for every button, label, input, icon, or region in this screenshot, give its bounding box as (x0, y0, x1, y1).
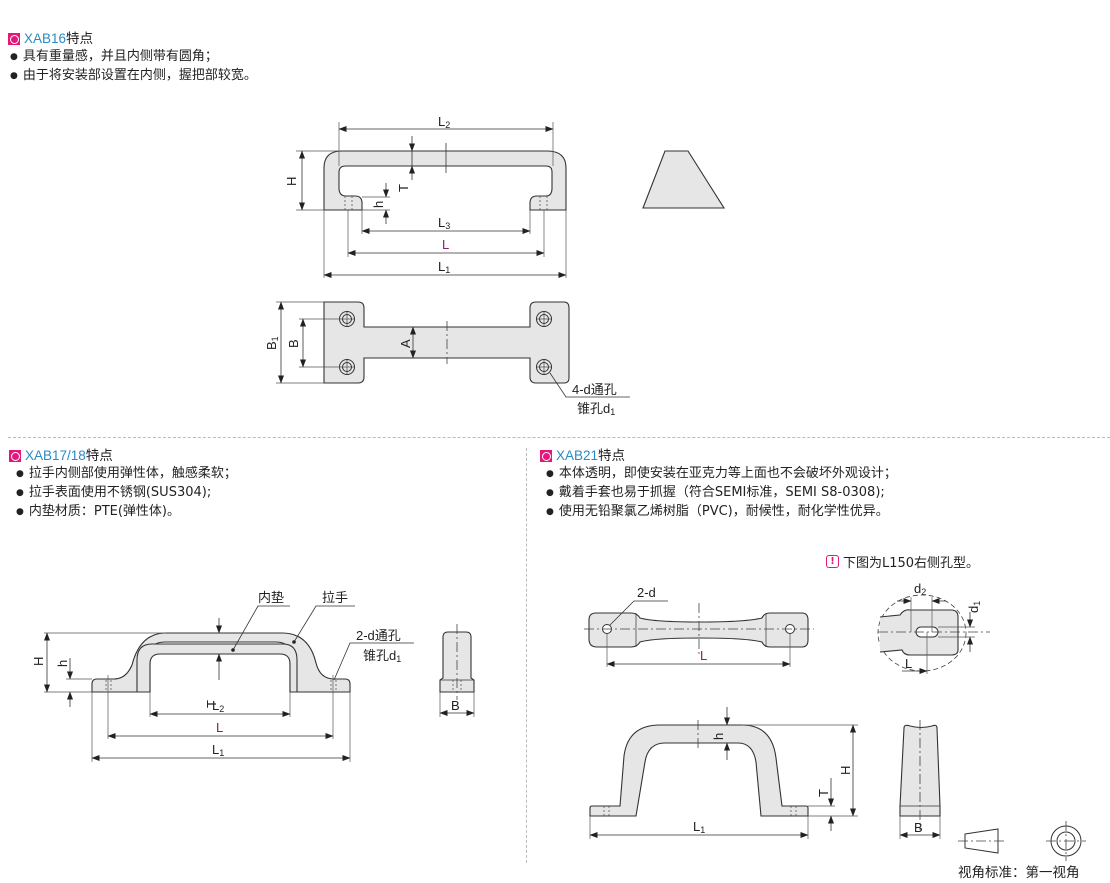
feature-item: 内垫材质：PTE(弹性体)。 (16, 503, 237, 522)
label-L2: L2 (438, 114, 450, 130)
handle-leader (293, 605, 355, 643)
exclamation-icon: ! (826, 555, 839, 568)
label-handle: 拉手 (322, 590, 348, 605)
note-text: 下图为L150右侧孔型。 (843, 556, 980, 571)
label-H: H (284, 177, 299, 186)
label-B: B (914, 820, 923, 835)
label-H: H (838, 766, 853, 775)
xab16-front-view: L2 H T h L3 L L1 (284, 114, 567, 278)
mounting-hole (339, 311, 355, 327)
title-suffix: 特点 (66, 31, 94, 47)
inner-pad (136, 643, 298, 693)
feature-list-xab1718: 拉手内侧部使用弹性体，触感柔软； 拉手表面使用不锈钢(SUS304); 内垫材质… (16, 465, 237, 522)
label-A: A (398, 339, 413, 348)
label-L3: L3 (438, 215, 450, 231)
label-L1: L1 (693, 819, 705, 835)
feature-item: 拉手表面使用不锈钢(SUS304); (16, 484, 237, 503)
hole-callout-line2: 锥孔d1 (363, 648, 401, 664)
xab16-cross-section (642, 150, 725, 209)
mounting-hole (339, 359, 355, 375)
label-B1: B1 (264, 336, 280, 350)
xab21-front-view: h H T L1 (589, 707, 858, 839)
view-standard-label: 视角标准：第一视角 (958, 865, 1080, 881)
xab1718-side-view: B (439, 624, 475, 717)
hole-callout-line2: 锥孔d1 (577, 401, 615, 417)
section-divider-vertical (526, 448, 527, 863)
label-T: T (816, 789, 831, 797)
hole-leader (333, 642, 414, 681)
label-h: h (711, 733, 726, 740)
label-h: h (55, 660, 70, 667)
handle-top-body (588, 612, 809, 648)
label-h: h (371, 201, 386, 208)
hole-callout-line1: 4-d通孔 (572, 382, 617, 397)
section-divider-horizontal (8, 437, 1110, 438)
title-suffix: 特点 (598, 448, 626, 464)
label-B: B (451, 698, 460, 713)
handle-body (589, 724, 809, 817)
handle-body (323, 150, 567, 211)
section-title-xab16: XAB16 特点 (8, 31, 93, 47)
label-L: L (905, 656, 912, 671)
model-name: XAB21 (556, 448, 599, 463)
feature-list-xab16: 具有重量感，并且内侧带有圆角； 由于将安装部设置在内侧，握把部较宽。 (10, 48, 257, 86)
mounting-hole (536, 359, 552, 375)
feature-item: 本体透明，即使安装在亚克力等上面也不会破坏外观设计； (546, 465, 897, 484)
hole-callout-line1: 2-d通孔 (356, 628, 401, 643)
xab21-detail-view: d2 d1 L (877, 581, 990, 674)
circle-marker-icon (8, 33, 20, 45)
label-H: H (31, 657, 46, 666)
xab16-top-view: B1 B A 4-d通孔 锥孔d1 (264, 301, 630, 417)
hole-leader (549, 372, 630, 398)
label-L1: L1 (212, 742, 224, 758)
first-angle-projection-icon (958, 821, 1086, 861)
handle-top-body (323, 301, 570, 384)
pad-leader (232, 605, 290, 651)
model-name: XAB17/18 (25, 448, 86, 463)
section-title-xab21: XAB21 特点 (540, 448, 625, 464)
model-name: XAB16 (24, 31, 67, 46)
label-pad: 内垫 (258, 590, 284, 605)
label-d2: d2 (914, 581, 926, 597)
label-d1: d1 (966, 601, 982, 613)
hole-type-note: ! 下图为L150右侧孔型。 (826, 552, 979, 571)
xab1718-front-view: T 内垫 拉手 2-d通孔 锥孔d1 H h L2 L L1 (31, 590, 414, 762)
label-L: L (700, 648, 707, 663)
hole-leader (609, 600, 668, 626)
label-B: B (286, 339, 301, 348)
circle-marker-icon (9, 450, 21, 462)
feature-item: 由于将安装部设置在内侧，握把部较宽。 (10, 67, 257, 86)
title-suffix: 特点 (85, 448, 113, 464)
xab21-side-view: B (899, 720, 941, 839)
label-L: L (442, 237, 449, 252)
mounting-hole (536, 311, 552, 327)
xab21-top-view: 2-d L (584, 585, 814, 667)
feature-item: 戴着手套也易于抓握（符合SEMI标准，SEMI S8-0308); (546, 484, 897, 503)
label-T: T (396, 184, 411, 192)
label-L: L (216, 720, 223, 735)
section-title-xab1718: XAB17/18 特点 (9, 448, 113, 464)
feature-item: 使用无铅聚氯乙烯树脂（PVC)，耐候性，耐化学性优异。 (546, 503, 897, 522)
handle-outer (91, 632, 351, 693)
circle-marker-icon (540, 450, 552, 462)
label-L1: L1 (438, 259, 450, 275)
feature-item: 拉手内侧部使用弹性体，触感柔软； (16, 465, 237, 484)
label-L2: L2 (212, 698, 224, 714)
label-T: T (204, 700, 219, 708)
label-hole: 2-d (637, 585, 656, 600)
feature-item: 具有重量感，并且内侧带有圆角； (10, 48, 257, 67)
feature-list-xab21: 本体透明，即使安装在亚克力等上面也不会破坏外观设计； 戴着手套也易于抓握（符合S… (546, 465, 897, 522)
